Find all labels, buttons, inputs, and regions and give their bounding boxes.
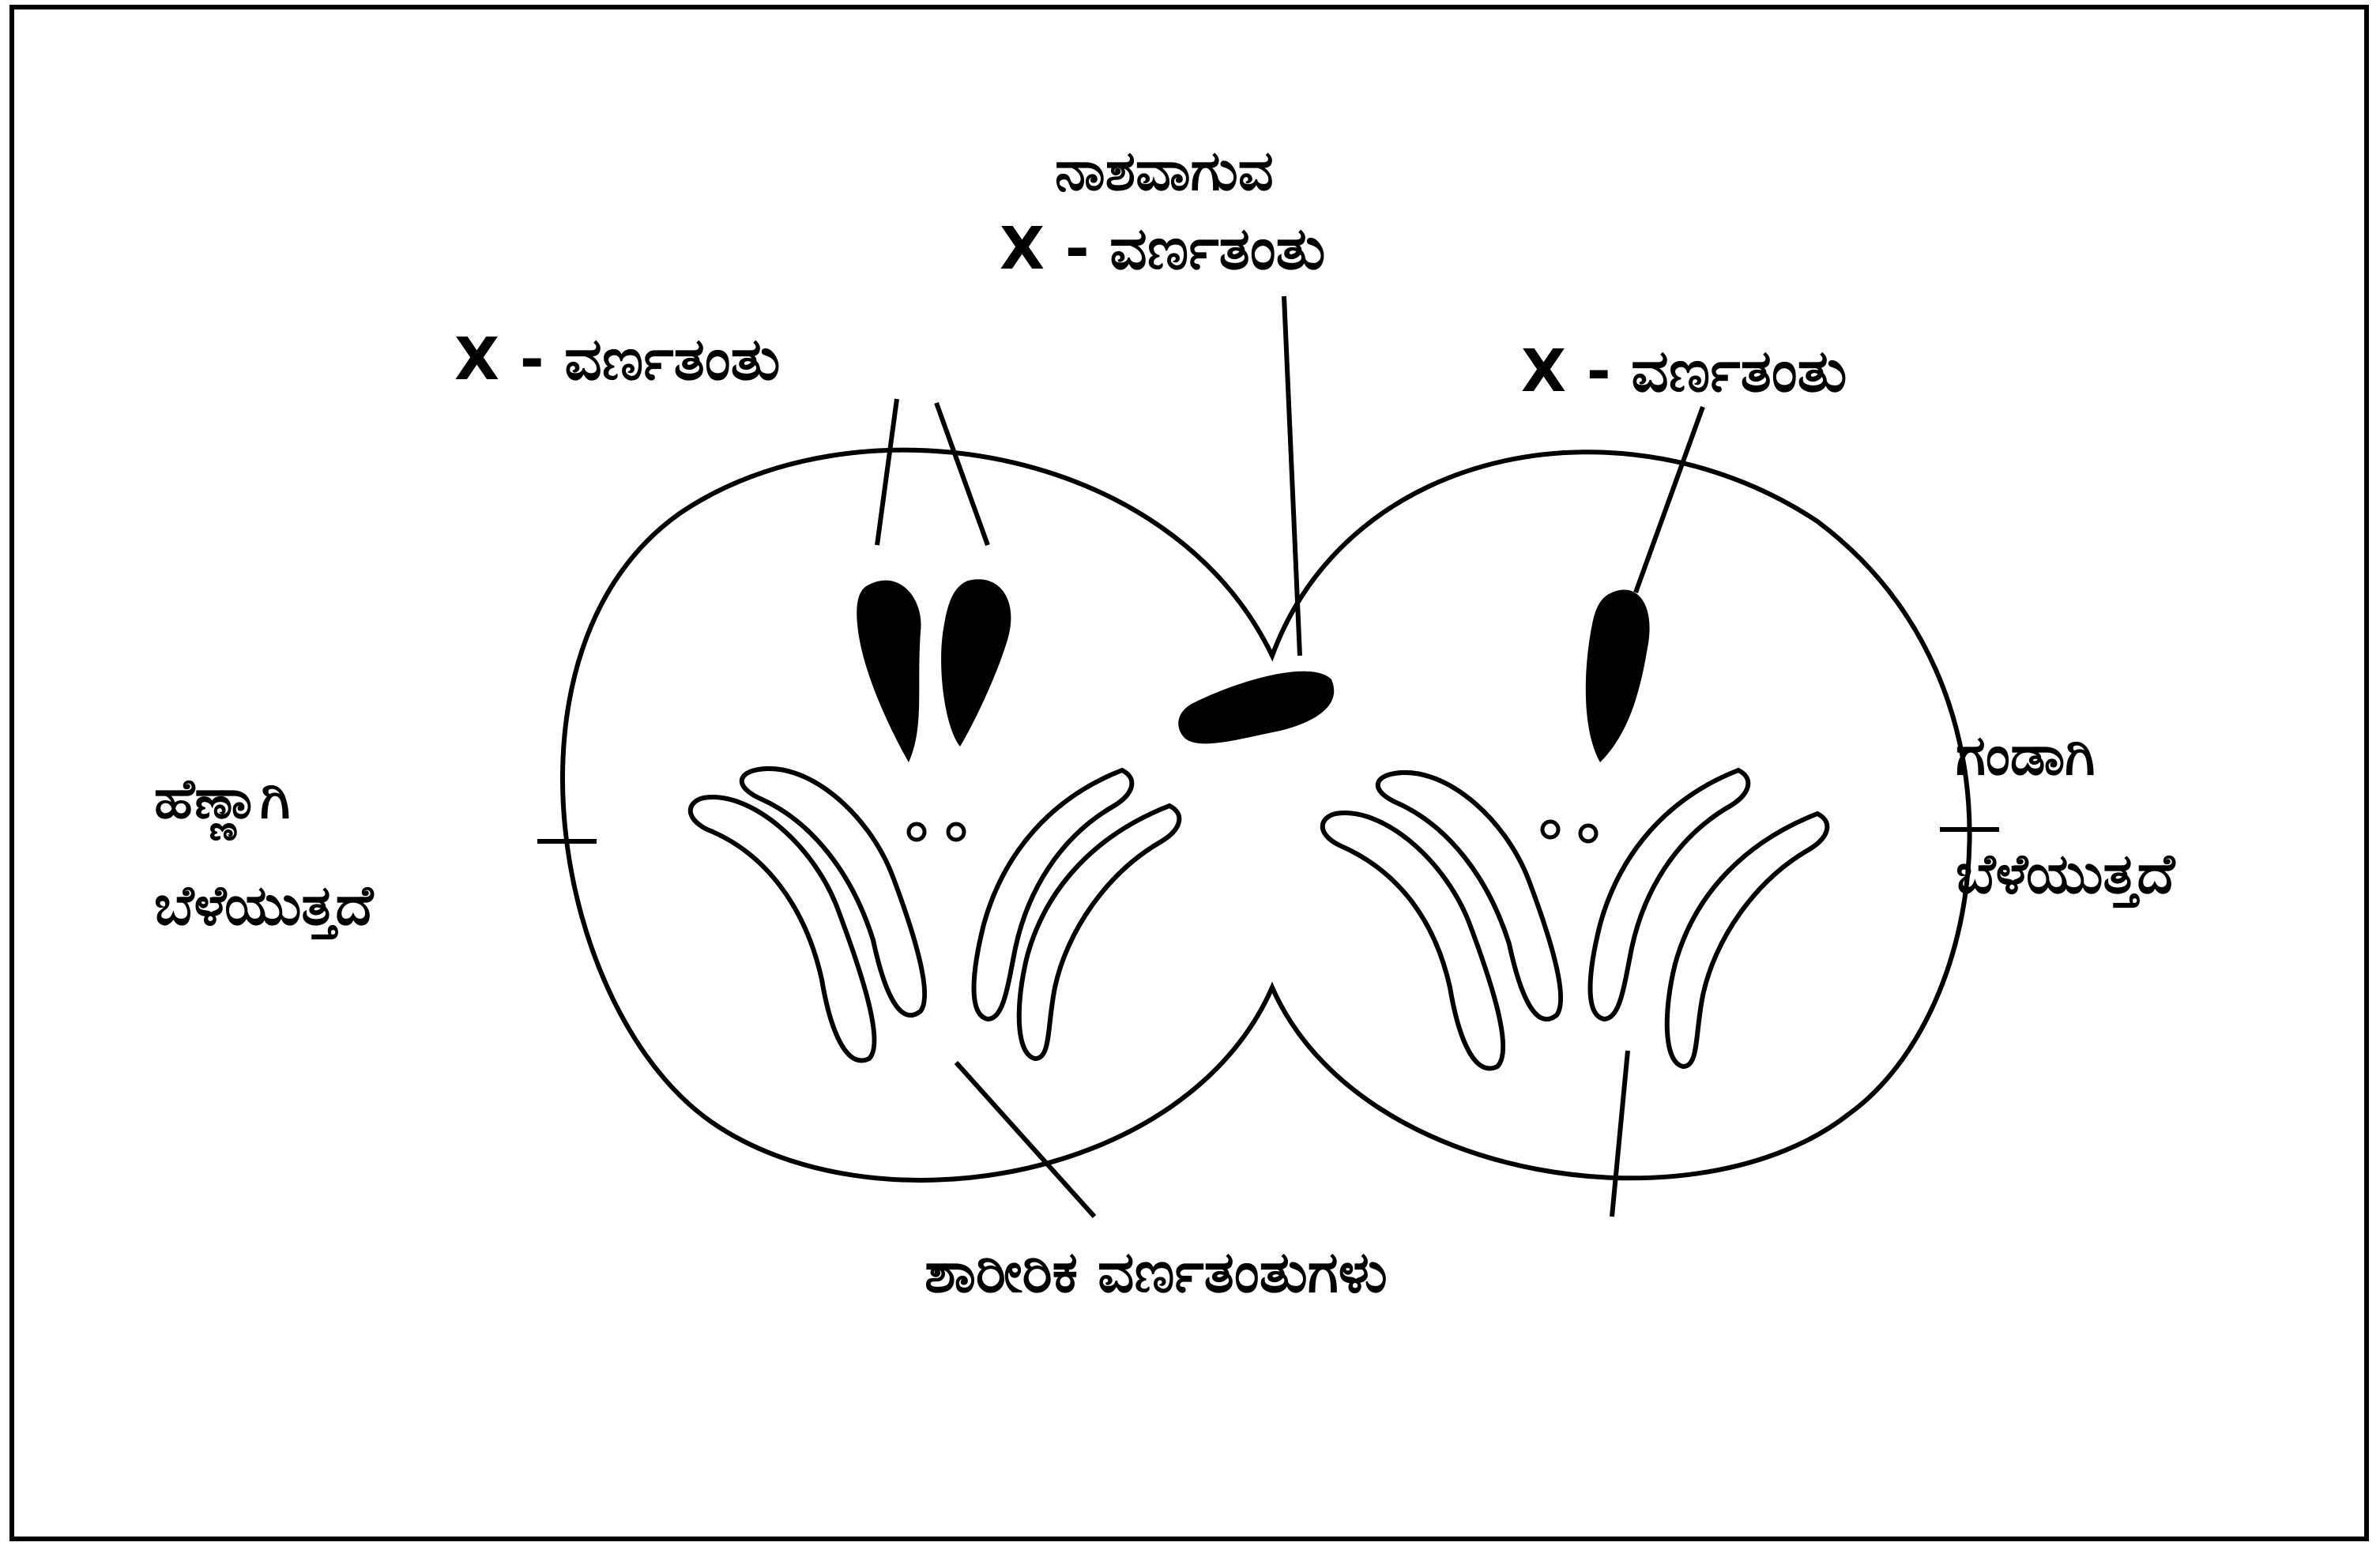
autosome-right-d — [1667, 814, 1828, 1066]
dividing-cell-outline — [563, 450, 1970, 1180]
pointer-autosome-right — [1612, 1051, 1628, 1217]
label-male-line1: ಗಂಡಾಗಿ — [1956, 723, 2095, 788]
label-x-lost-line2: X - ವರ್ಣತಂತು — [1000, 215, 1325, 283]
x-chromosome-lost — [1178, 671, 1334, 744]
autosome-left-b — [691, 797, 875, 1060]
autosome-left-a — [742, 769, 925, 1015]
centriole-right-1 — [1542, 822, 1558, 837]
label-x-left: X - ವರ್ಣತಂತು — [454, 325, 780, 393]
label-x-lost-line1: ನಾಶವಾಗುವ — [1055, 138, 1274, 203]
label-female-line2: ಬೆಳೆಯುತ್ತದೆ — [154, 873, 375, 940]
pointer-x-left-2 — [936, 403, 988, 545]
pointer-x-left-1 — [877, 399, 897, 545]
label-x-right: X - ವರ್ಣತಂತು — [1521, 337, 1847, 405]
x-chromosome-right — [1586, 589, 1650, 762]
pointer-autosome-left — [956, 1063, 1094, 1217]
pointer-x-right — [1636, 407, 1703, 592]
centriole-left-2 — [948, 824, 964, 840]
pointer-x-lost — [1284, 296, 1300, 656]
centriole-right-2 — [1580, 826, 1596, 841]
x-chromosome-left-1 — [857, 581, 921, 762]
centriole-left-1 — [909, 824, 925, 840]
autosome-left-d — [1019, 806, 1180, 1059]
label-male-line2: ಬೆಳೆಯುತ್ತದೆ — [1956, 841, 2176, 908]
x-chromosome-left-2 — [941, 579, 1011, 747]
autosome-right-b — [1323, 813, 1503, 1068]
label-autosomes: ಶಾರೀರಿಕ ವರ್ಣತಂತುಗಳು — [925, 1239, 1388, 1305]
label-female-line1: ಹೆಣ್ಣಾಗಿ — [154, 766, 290, 841]
